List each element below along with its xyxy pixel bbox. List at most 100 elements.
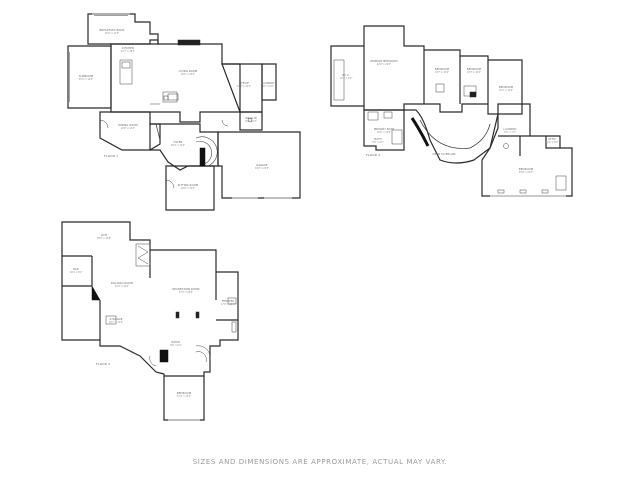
svg-text:GYM: GYM [101, 233, 107, 237]
svg-text:22'6" x 19'2": 22'6" x 19'2" [377, 63, 391, 66]
svg-text:THEATER: THEATER [222, 299, 235, 303]
svg-text:10'7" x 9'4": 10'7" x 9'4" [340, 77, 353, 80]
svg-text:8'0" x 7'0": 8'0" x 7'0" [504, 131, 515, 134]
svg-text:BAR: BAR [73, 267, 79, 271]
svg-text:15'0" x 14'0": 15'0" x 14'0" [499, 89, 513, 92]
svg-text:W.I.C.: W.I.C. [342, 73, 350, 77]
svg-text:37'6" x 26'0": 37'6" x 26'0" [179, 291, 193, 294]
svg-text:12'0" x 8'0": 12'0" x 8'0" [546, 141, 559, 144]
svg-text:PRIMARY BATH: PRIMARY BATH [374, 127, 394, 131]
svg-text:PRIMARY BEDROOM: PRIMARY BEDROOM [370, 59, 397, 63]
svg-text:LAUNDRY: LAUNDRY [261, 81, 274, 85]
room-label-equip: EQUIP.8'6" x 6'4" [170, 340, 181, 347]
floor-1-details [69, 13, 292, 199]
svg-text:18'4" x 14'4": 18'4" x 14'4" [171, 144, 185, 147]
svg-text:16'0" x 11'5": 16'0" x 11'5" [105, 32, 119, 35]
svg-text:SITTING ROOM: SITTING ROOM [178, 183, 198, 187]
svg-text:18'0" x 13'8": 18'0" x 13'8" [97, 237, 111, 240]
svg-text:12'0" x 12'0": 12'0" x 12'0" [237, 85, 251, 88]
svg-text:17'0" x 13'4": 17'0" x 13'4" [177, 395, 191, 398]
svg-text:BEDROOM: BEDROOM [499, 85, 513, 89]
svg-text:22'3" x 20'4": 22'3" x 20'4" [115, 285, 129, 288]
svg-text:16'8" x 14'5": 16'8" x 14'5" [121, 127, 135, 130]
svg-text:BEDROOM: BEDROOM [435, 67, 449, 71]
floor-labels: FLOOR 1 FLOOR 2 FLOOR 0 [96, 153, 380, 366]
svg-text:14'7" x 13'6": 14'7" x 13'6" [435, 71, 449, 74]
svg-text:SUNROOM: SUNROOM [79, 74, 93, 78]
svg-text:17'0" x 13'4": 17'0" x 13'4" [221, 303, 235, 306]
svg-text:22'7" x 18'7": 22'7" x 18'7" [121, 50, 135, 53]
svg-text:BEDROOM: BEDROOM [177, 391, 191, 395]
svg-text:KITCHEN: KITCHEN [122, 46, 134, 50]
svg-text:WALK-IN: WALK-IN [245, 116, 256, 120]
svg-text:BREAKFAST NOOK: BREAKFAST NOOK [100, 28, 125, 32]
svg-text:GARAGE: GARAGE [256, 163, 268, 167]
svg-text:BILLIARD ROOM: BILLIARD ROOM [111, 281, 133, 285]
svg-text:RECREATION ROOM: RECREATION ROOM [172, 287, 199, 291]
svg-text:25'0" x 16'0": 25'0" x 16'0" [79, 78, 93, 81]
svg-text:10'0" x 8'0": 10'0" x 8'0" [70, 271, 83, 274]
svg-text:8'6" x 6'0": 8'6" x 6'0" [372, 141, 383, 144]
svg-text:LAUNDRY: LAUNDRY [503, 127, 516, 131]
svg-text:8'6" x 6'4": 8'6" x 6'4" [170, 344, 181, 347]
floor-1-plan [67, 13, 301, 211]
floor-2-details [333, 59, 567, 197]
svg-text:OPEN TO BELOW: OPEN TO BELOW [432, 152, 455, 156]
svg-text:BATH: BATH [374, 137, 381, 141]
svg-text:34'0" x 23'8": 34'0" x 23'8" [255, 167, 269, 170]
room-label-walkin: WALK-IN8'0" x 6'4" [245, 116, 256, 123]
floor-1-label: FLOOR 1 [104, 154, 118, 158]
svg-text:16'6" x 12'6": 16'6" x 12'6" [377, 131, 391, 134]
disclaimer-text: SIZES AND DIMENSIONS ARE APPROXIMATE, AC… [192, 458, 448, 466]
svg-text:16'8" x 12'0": 16'8" x 12'0" [181, 187, 195, 190]
svg-text:26'6" x 22'0": 26'6" x 22'0" [181, 73, 195, 76]
svg-text:ATTIC: ATTIC [548, 137, 556, 141]
floor-0-details [91, 243, 237, 421]
svg-text:EQUIP.: EQUIP. [172, 340, 181, 344]
room-label-wic: W.I.C.10'7" x 9'4" [340, 73, 353, 80]
svg-text:FOYER: FOYER [174, 140, 183, 144]
svg-text:STORAGE: STORAGE [109, 317, 122, 321]
floor-0-label: FLOOR 0 [96, 362, 110, 366]
svg-text:9'0" x 6'0": 9'0" x 6'0" [262, 85, 273, 88]
svg-text:DINING ROOM: DINING ROOM [118, 123, 137, 127]
floor-2-label: FLOOR 2 [366, 153, 380, 157]
svg-text:16'7" x 11'9": 16'7" x 11'9" [109, 321, 123, 324]
svg-text:8'0" x 6'4": 8'0" x 6'4" [245, 120, 256, 123]
svg-text:BEDROOM: BEDROOM [467, 67, 481, 71]
room-label-open: OPEN TO BELOW [432, 152, 455, 156]
floor-2-plan [330, 25, 573, 197]
svg-text:14'3" x 12'0": 14'3" x 12'0" [467, 71, 481, 74]
svg-text:LIVING ROOM: LIVING ROOM [179, 69, 198, 73]
svg-text:24'8" x 22'0": 24'8" x 22'0" [519, 171, 533, 174]
svg-text:BEDROOM: BEDROOM [519, 167, 533, 171]
svg-text:OFFICE: OFFICE [239, 81, 249, 85]
